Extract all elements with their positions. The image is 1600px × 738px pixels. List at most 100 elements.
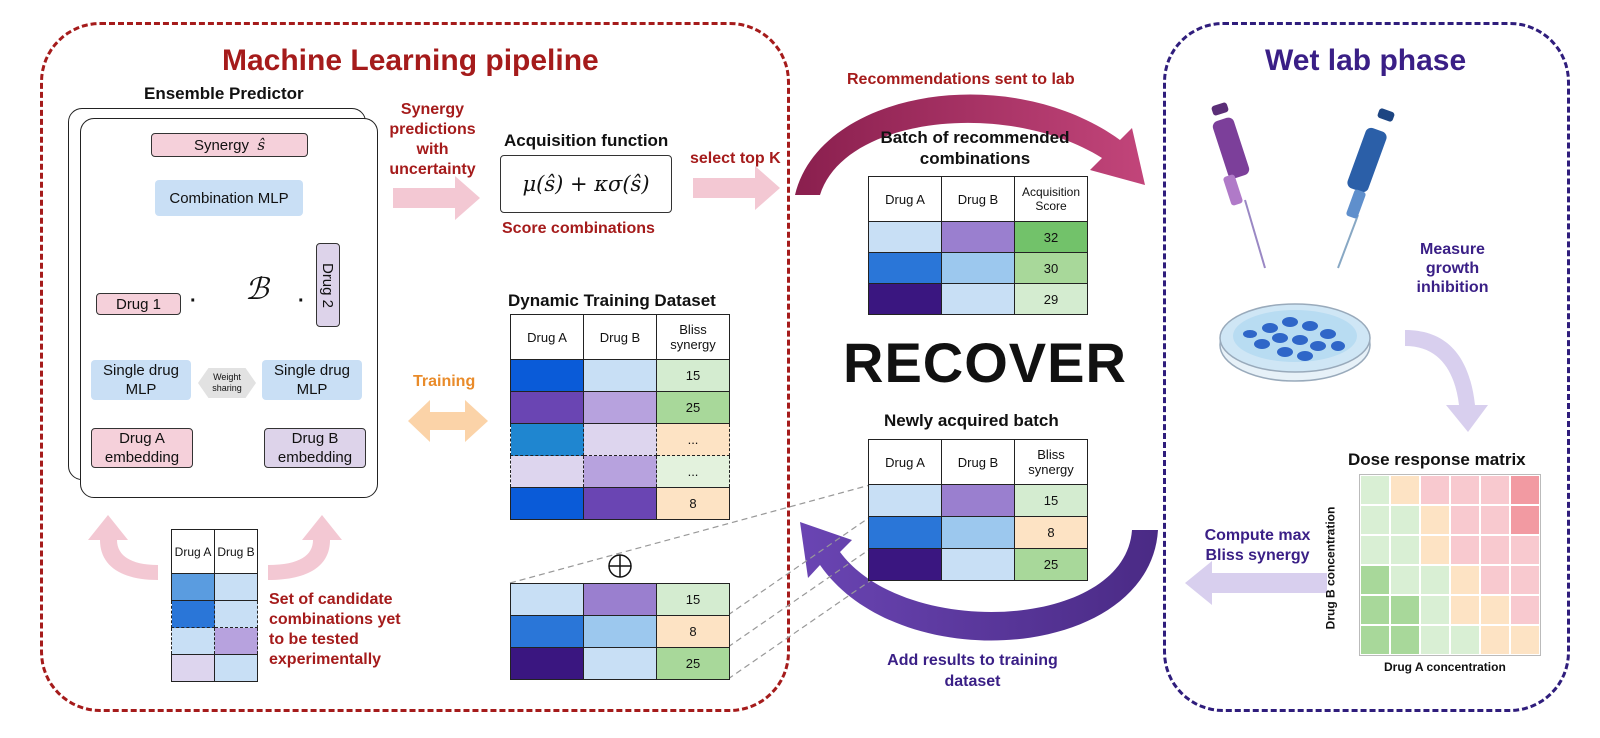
candidate-cell <box>214 600 258 628</box>
dose-cell <box>1510 505 1540 535</box>
dose-ylabel-wrap: Drug B concentration <box>1320 500 1340 635</box>
measure-label: Measure growth inhibition <box>1416 241 1489 296</box>
drug1-box: Drug 1 <box>96 293 181 315</box>
batch-header-score: Acquisition Score <box>1014 176 1088 222</box>
newly-value: 15 <box>1014 484 1088 517</box>
newly-title: Newly acquired batch <box>884 411 1059 430</box>
candidate-cell <box>214 573 258 601</box>
appended-rows-table: 15 8 25 <box>510 583 730 680</box>
dynamic-value: 15 <box>656 359 730 392</box>
candidates-header-a: Drug A <box>171 529 215 574</box>
dose-cell <box>1510 595 1540 625</box>
candidate-cell <box>214 654 258 682</box>
dynamic-cell <box>510 391 584 424</box>
dynamic-cell <box>583 391 657 424</box>
dose-cell <box>1420 625 1450 655</box>
dose-cell <box>1390 595 1420 625</box>
measure-arrow <box>1405 330 1488 432</box>
appended-value: 15 <box>656 583 730 616</box>
compute-label: Compute max Bliss synergy <box>1204 527 1311 564</box>
newly-cell <box>941 548 1015 581</box>
appended-value: 8 <box>656 615 730 648</box>
dose-cell <box>1420 505 1450 535</box>
select-top-k-arrow <box>693 166 780 210</box>
single-mlp-a: Single drug MLP <box>91 360 191 400</box>
dose-cell <box>1450 475 1480 505</box>
acquisition-title: Acquisition function <box>504 131 669 150</box>
dynamic-cell <box>583 455 657 488</box>
newly-cell <box>868 548 942 581</box>
pipette-blue-icon <box>1337 108 1395 269</box>
dose-cell <box>1450 505 1480 535</box>
batch-cell <box>868 252 942 284</box>
dynamic-header-bliss: Bliss synergy <box>656 314 730 360</box>
training-label: Training <box>413 373 476 390</box>
drug-a-embedding: Drug A embedding <box>91 428 193 468</box>
newly-value: 8 <box>1014 516 1088 549</box>
dose-cell <box>1510 565 1540 595</box>
dose-matrix <box>1359 474 1541 656</box>
candidate-cell <box>171 600 215 628</box>
dynamic-header-b: Drug B <box>583 314 657 360</box>
appended-cell <box>510 583 584 616</box>
dose-cell <box>1450 625 1480 655</box>
single-mlp-b: Single drug MLP <box>262 360 362 400</box>
dose-cell <box>1420 565 1450 595</box>
ml-pipeline-title: Machine Learning pipeline <box>222 44 599 77</box>
weight-sharing-hex: Weight sharing <box>198 368 256 398</box>
compute-arrow <box>1185 561 1327 605</box>
score-combinations-label: Score combinations <box>502 220 655 237</box>
dynamic-cell <box>583 359 657 392</box>
wet-lab-title: Wet lab phase <box>1265 44 1467 77</box>
batch-cell <box>941 283 1015 315</box>
dose-cell <box>1420 535 1450 565</box>
dynamic-value: ... <box>656 423 730 456</box>
drug2-label: Drug 2 <box>319 262 337 308</box>
dose-cell <box>1510 475 1540 505</box>
synergy-pred-arrow <box>393 176 480 220</box>
appended-cell <box>583 583 657 616</box>
candidate-cell <box>171 654 215 682</box>
newly-cell <box>941 516 1015 549</box>
candidate-cell <box>171 573 215 601</box>
recommendations-arrow <box>795 94 1145 195</box>
connector-lines <box>509 484 871 680</box>
synergy-predictions-label: Synergy predictions with uncertainty <box>389 101 476 178</box>
dose-cell <box>1360 625 1390 655</box>
candidate-arrow-left <box>88 515 158 580</box>
dose-cell <box>1480 625 1510 655</box>
dose-title: Dose response matrix <box>1348 450 1526 469</box>
dot-left: · <box>190 290 197 312</box>
dose-cell <box>1390 535 1420 565</box>
batch-header-a: Drug A <box>868 176 942 222</box>
dose-cell <box>1480 505 1510 535</box>
appended-cell <box>583 647 657 680</box>
dynamic-table: Drug A Drug B Bliss synergy 15 25 ... ..… <box>510 314 730 520</box>
petri-dish-icon <box>1219 303 1371 382</box>
pipette-purple-icon <box>1211 102 1266 269</box>
candidates-table: Drug A Drug B <box>171 529 258 682</box>
dose-cell <box>1360 535 1390 565</box>
dynamic-title: Dynamic Training Dataset <box>508 291 716 310</box>
dose-cell <box>1450 595 1480 625</box>
synergy-output-box: Synergy ŝ <box>151 133 308 157</box>
dose-cell <box>1390 475 1420 505</box>
newly-header-bliss: Bliss synergy <box>1014 439 1088 485</box>
training-arrow <box>408 400 488 442</box>
recover-title: RECOVER <box>843 331 1127 394</box>
newly-header-a: Drug A <box>868 439 942 485</box>
add-results-arrow <box>800 522 1158 641</box>
newly-cell <box>868 484 942 517</box>
dynamic-cell <box>510 423 584 456</box>
newly-cell <box>868 516 942 549</box>
newly-header-b: Drug B <box>941 439 1015 485</box>
batch-score: 32 <box>1014 221 1088 253</box>
dose-cell <box>1390 625 1420 655</box>
newly-table: Drug A Drug B Bliss synergy 15 8 25 <box>868 439 1088 581</box>
dose-cell <box>1360 475 1390 505</box>
batch-cell <box>868 221 942 253</box>
dose-cell <box>1360 565 1390 595</box>
bilinear-symbol: ℬ <box>245 272 269 307</box>
synergy-label: Synergy <box>193 136 249 154</box>
combination-mlp-box: Combination MLP <box>155 180 303 216</box>
